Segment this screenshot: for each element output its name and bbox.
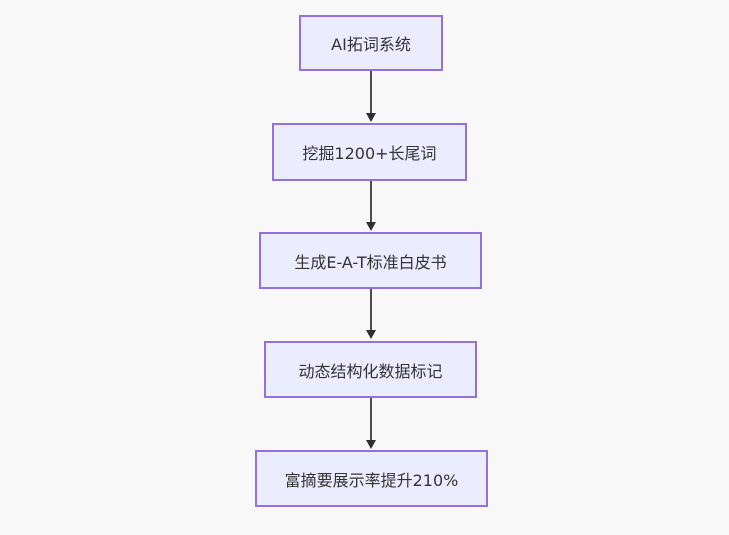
- flowchart-node-step1: AI拓词系统: [299, 15, 443, 71]
- arrow-down-icon: [365, 222, 376, 231]
- flowchart-node-step3: 生成E-A-T标准白皮书: [259, 232, 482, 289]
- flowchart-node-step2: 挖掘1200+长尾词: [272, 123, 467, 181]
- arrow-down-icon: [365, 330, 376, 339]
- arrow-line: [369, 71, 372, 114]
- arrow-line: [369, 181, 372, 223]
- node-label: 挖掘1200+长尾词: [302, 144, 437, 163]
- arrow-line: [369, 398, 372, 441]
- node-label: AI拓词系统: [331, 35, 411, 54]
- arrow-down-icon: [365, 440, 376, 449]
- flowchart-node-step5: 富摘要展示率提升210%: [255, 450, 488, 507]
- arrow-line: [369, 289, 372, 331]
- node-label: 动态结构化数据标记: [298, 361, 443, 381]
- flowchart-node-step4: 动态结构化数据标记: [264, 341, 477, 398]
- arrow-down-icon: [365, 113, 376, 122]
- node-label: 富摘要展示率提升210%: [284, 470, 459, 490]
- node-label: 生成E-A-T标准白皮书: [294, 252, 447, 272]
